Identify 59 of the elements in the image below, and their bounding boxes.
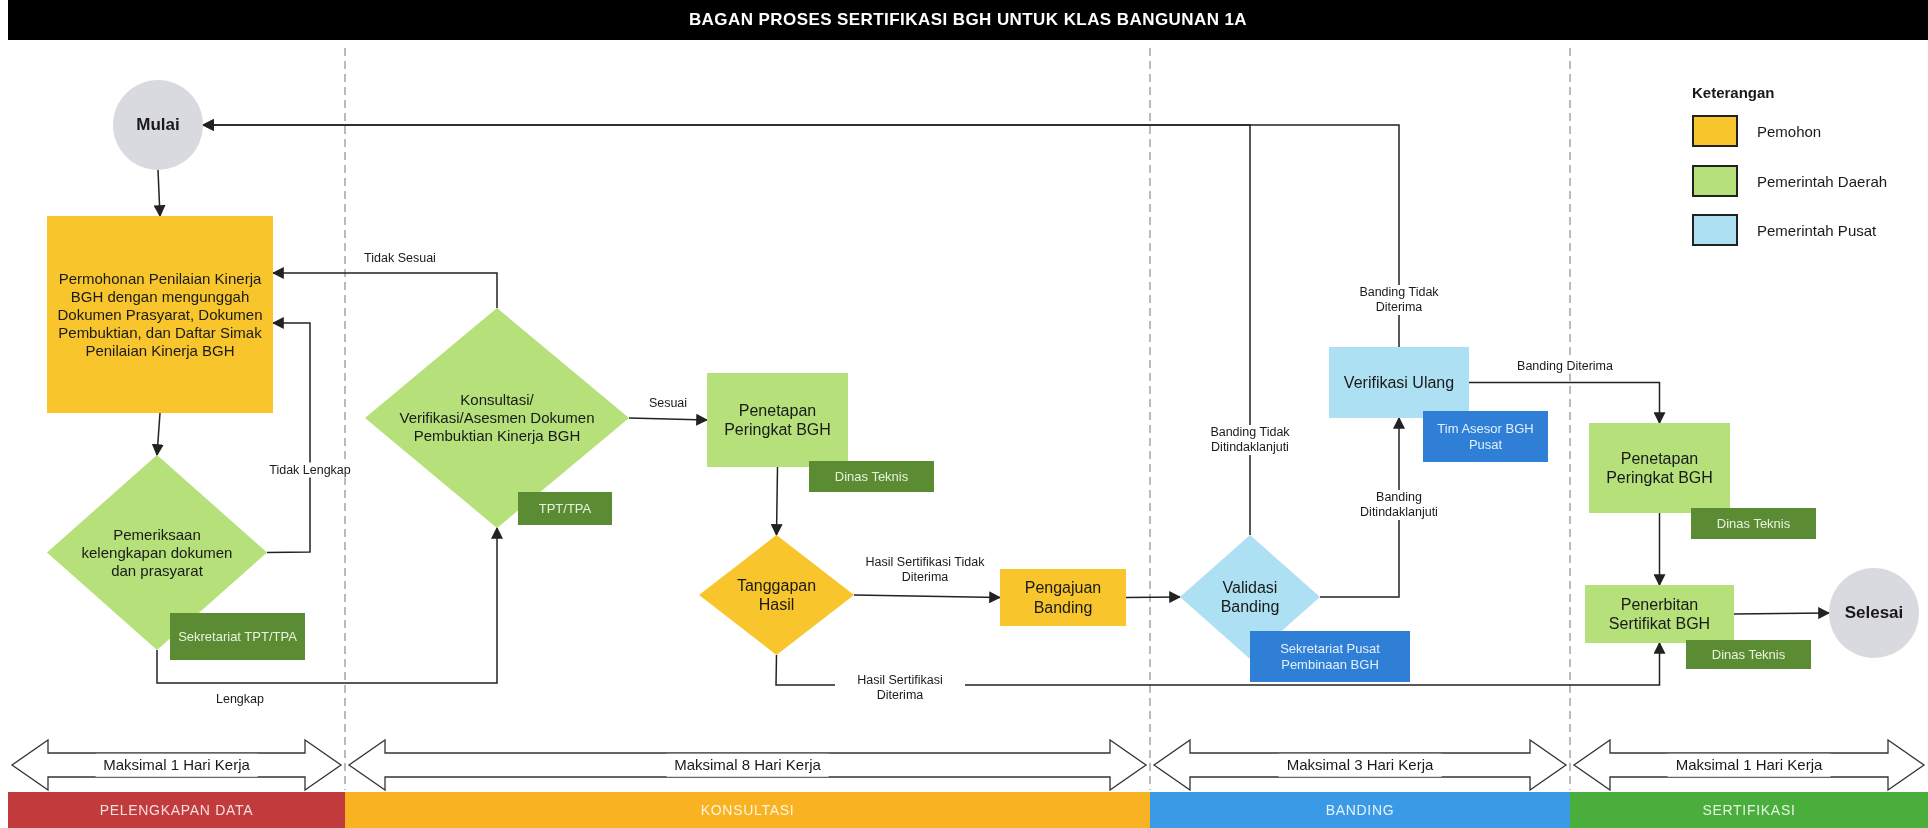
legend-label: Pemerintah Daerah [1757, 172, 1888, 192]
arrow [1733, 607, 1831, 620]
node-label: Konsultasi/ Verifikasi/Asesmen Dokumen Pembuktian Kinerja BGH [398, 391, 596, 445]
role-tag [1423, 411, 1548, 462]
arrow [853, 591, 1002, 604]
phase-band [1150, 792, 1570, 828]
role-label: TPT/TPA [537, 500, 593, 517]
process-box [1329, 347, 1469, 418]
node-label: Verifikasi Ulang [1342, 372, 1456, 393]
node-label: Validasi Banding [1219, 577, 1281, 617]
arrow [1125, 591, 1182, 604]
phase-label: SERTIFIKASI [1701, 801, 1797, 819]
decision-diamond [365, 308, 629, 528]
node-label: Tanggapan Hasil [735, 575, 818, 615]
legend-label: Pemerintah Pusat [1757, 221, 1877, 241]
arrow [266, 317, 311, 554]
role-label: Dinas Teknis [833, 468, 910, 485]
process-box [1585, 585, 1734, 643]
role-tag [1250, 631, 1410, 682]
node-label: Penerbitan Sertifikat BGH [1607, 594, 1712, 634]
arrow [1468, 381, 1666, 425]
node-label: Penetapan Peringkat BGH [723, 400, 832, 440]
process-box [47, 216, 273, 413]
arrow [156, 526, 503, 684]
role-label: Tim Asesor BGH Pusat [1436, 420, 1535, 453]
decision-diamond [699, 535, 854, 655]
role-tag [809, 461, 934, 492]
role-tag [170, 613, 305, 660]
process-box [1000, 569, 1126, 626]
title-bar: BAGAN PROSES SERTIFIKASI BGH UNTUK KLAS BANGUNAN 1A [8, 0, 1928, 40]
role-label: Dinas Teknis [1715, 515, 1792, 532]
legend-label: Pemohon [1757, 122, 1822, 142]
process-box [1589, 423, 1730, 513]
phase-band [8, 792, 345, 828]
phase-label: KONSULTASI [699, 801, 796, 819]
role-label: Sekretariat TPT/TPA [177, 628, 298, 645]
role-tag [1686, 640, 1811, 669]
arrow [151, 412, 164, 457]
arrow [1319, 416, 1405, 598]
legend-title: Keterangan [1692, 83, 1775, 103]
node-label: Mulai [135, 114, 181, 136]
node-label: Pemeriksaan kelengkapan dokumen dan prasyarat [80, 525, 234, 580]
phase-band [1570, 792, 1928, 828]
role-tag [518, 492, 612, 525]
phase-band [345, 792, 1150, 828]
node-label: Penetapan Peringkat BGH [1605, 448, 1714, 488]
role-label: Dinas Teknis [1710, 646, 1787, 663]
node-label: Selesai [1843, 602, 1905, 624]
node-label: Pengajuan Banding [1023, 578, 1103, 617]
node-label: Permohonan Penilaian Kinerja BGH dengan mengunggah Dokumen Prasyarat, Dokumen Pembuktian, dan Daftar Simak Penilaian Kinerja BGH [56, 269, 264, 360]
phase-label: BANDING [1324, 801, 1396, 819]
role-tag [1691, 508, 1816, 539]
arrow [770, 466, 783, 537]
phase-label: PELENGKAPAN DATA [98, 801, 255, 819]
role-label: Sekretariat Pusat Pembinaan BGH [1279, 640, 1381, 673]
arrow [153, 169, 166, 218]
arrow [1653, 512, 1666, 587]
process-box [707, 373, 848, 467]
arrow [628, 413, 709, 426]
